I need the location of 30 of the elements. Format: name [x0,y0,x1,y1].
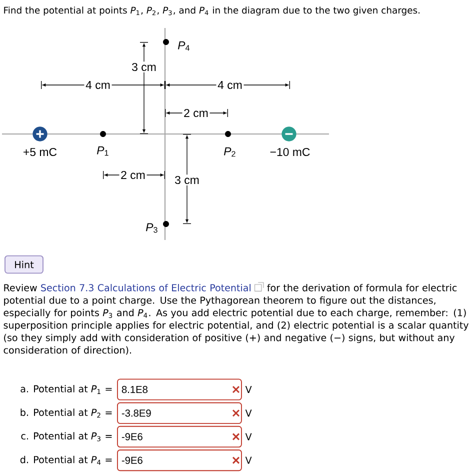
point-label: +5 mC [24,148,57,156]
point-label: P$_{1}$ [96,146,108,156]
unit-label: V [245,433,252,440]
answer-field: -3.8E9 [117,402,242,424]
dimension-label: 4 cm [86,81,110,89]
answer-label: d. Potential at P$_{4}$ = [20,456,112,465]
dimension-label: 2 cm [184,108,208,118]
link: Section 7.3 Calculations of Electric Potential [41,284,250,292]
positive-charge [32,126,48,142]
hint-paragraph: Review Section 7.3 Calculations of Electric Potential for the derivation of formula for electric potential due to a point charge. Use the Pythagorean theorem to figure out the distances, especially for points P$_{3}$ and P$_{4}$. As you add electric potential due to each charge, remember: (1) superposition principle applies for electric potential, and (2) electric potential is a scalar quantity (so they simply add with consideration of positive (+) and negative (−) signs, but without any consideration of direction). [4,282,469,355]
answer-label: a. Potential at P$_{1}$ = [20,385,112,394]
dimension-label: 3 cm [175,176,199,184]
negative-charge [282,126,296,142]
answer-label: b. Potential at P$_{2}$ = [20,408,112,418]
question-title: Find the potential at points P$_{1}$, P$_{2}$, P$_{3}$, and P$_{4}$ in the diagram due to the two given charges. [4,6,420,16]
answer-field: -9E6 [117,426,242,448]
hint-button: Hint [4,255,44,274]
answer-field: 8.1E8 [117,378,242,400]
unit-label: V [245,410,252,417]
unit-label: V [245,456,252,464]
point-label: P$_{2}$ [224,147,236,157]
point-label: P$_{4}$ [178,41,190,51]
dimension-label: 3 cm [132,62,156,72]
point-label: −10 mC [270,148,310,156]
point-label: P$_{3}$ [146,223,158,233]
unit-label: V [245,386,252,393]
dimension-label: 2 cm [121,170,145,180]
answer-label: c. Potential at P$_{3}$ = [21,432,112,442]
dimension-label: 4 cm [218,81,242,89]
answer-field: -9E6 [117,450,242,472]
